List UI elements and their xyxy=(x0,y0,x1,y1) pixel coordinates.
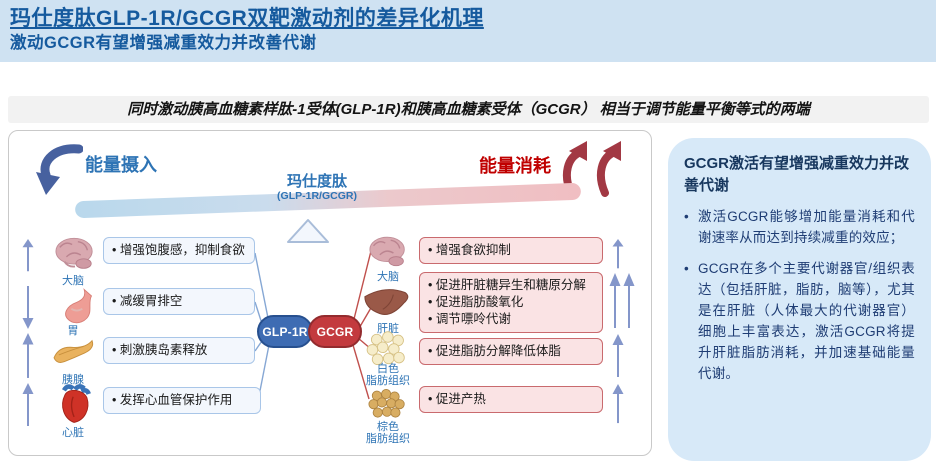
energy-expenditure-label: 能量消耗 xyxy=(479,156,551,176)
organ-label-white-fat: 白色 脂肪组织 xyxy=(361,363,415,387)
bullet-dot: • xyxy=(684,261,689,276)
tagline-banner: 同时激动胰高血糖素样肽-1受体(GLP-1R)和胰高血糖素受体（GCGR） 相当… xyxy=(8,96,929,123)
drug-name: 玛仕度肽 xyxy=(286,173,347,190)
liver-icon xyxy=(364,289,409,315)
mechanism-diagram: 能量摄入 能量消耗 玛仕度肽 (GLP-1R/GCGR) xyxy=(8,130,652,456)
trend-up-arrow-icon xyxy=(612,239,624,269)
energy-intake-down-arrow-icon xyxy=(36,144,83,195)
trend-down-arrow-icon xyxy=(22,286,34,329)
glp1r-pill: GLP-1R xyxy=(257,315,313,348)
trend-up-arrow-icon xyxy=(22,239,34,272)
panel-bullet-text: GCGR在多个主要代谢器官/组织表达（包括肝脏，脂肪，脑等），尤其是在肝脏（人体… xyxy=(698,261,915,381)
heart-icon xyxy=(62,384,91,423)
panel-bullet-list: • 激活GCGR能够增加能量消耗和代谢速率从而达到持续减重的效应； • GCGR… xyxy=(684,206,915,384)
panel-heading: GCGR激活有望增强减重效力并改善代谢 xyxy=(684,155,910,194)
slide-header: 玛仕度肽GLP-1R/GCGR双靶激动剂的差异化机理 激动GCGR有望增强减重效… xyxy=(0,0,936,62)
organ-label-brain: 大脑 xyxy=(62,275,84,287)
organ-label-stomach: 胃 xyxy=(67,325,79,337)
effect-box-white-fat: • 促进脂肪分解降低体脂 xyxy=(419,338,603,365)
trend-double-up-arrow-icon xyxy=(609,273,635,328)
trend-up-arrow-icon xyxy=(612,384,624,424)
effect-box-brain-right: • 增强食欲抑制 xyxy=(419,237,603,264)
page-title: 玛仕度肽GLP-1R/GCGR双靶激动剂的差异化机理 xyxy=(10,7,484,30)
trend-up-arrow-icon xyxy=(22,333,34,378)
trend-up-arrow-icon xyxy=(22,383,34,426)
organ-label-brain-right: 大脑 xyxy=(377,271,399,283)
effect-box-brain-left: • 增强饱腹感，抑制食欲 xyxy=(103,237,255,264)
fulcrum-triangle-icon xyxy=(287,219,329,243)
drug-receptors: (GLP-1R/GCGR) xyxy=(277,190,357,202)
energy-intake-label: 能量摄入 xyxy=(85,155,157,175)
brain-icon xyxy=(369,236,405,267)
liver-effect-2: • 促进脂肪酸氧化 xyxy=(428,295,524,309)
panel-bullet-item: • 激活GCGR能够增加能量消耗和代谢速率从而达到持续减重的效应； xyxy=(684,206,915,248)
effect-box-heart: • 发挥心血管保护作用 xyxy=(103,387,261,414)
drug-label: 玛仕度肽 (GLP-1R/GCGR) xyxy=(237,173,397,203)
organ-label-line1: 棕色 xyxy=(377,421,399,433)
organ-label-brown-fat: 棕色 脂肪组织 xyxy=(361,421,415,445)
liver-effect-1: • 促进肝脏糖异生和糖原分解 xyxy=(428,278,586,292)
organ-label-line2: 脂肪组织 xyxy=(366,375,410,387)
organ-label-heart: 心脏 xyxy=(62,427,84,439)
brain-icon xyxy=(55,237,93,269)
gcgr-pill: GCGR xyxy=(308,315,362,348)
panel-bullet-item: • GCGR在多个主要代谢器官/组织表达（包括肝脏，脂肪，脑等），尤其是在肝脏（… xyxy=(684,258,915,384)
organ-label-line1: 白色 xyxy=(377,363,399,375)
brown-fat-icon xyxy=(368,389,405,418)
white-fat-icon xyxy=(366,331,405,366)
organ-label-line2: 脂肪组织 xyxy=(366,433,410,445)
panel-bullet-text: 激活GCGR能够增加能量消耗和代谢速率从而达到持续减重的效应； xyxy=(698,209,915,245)
effect-box-stomach: • 减缓胃排空 xyxy=(103,288,255,315)
pancreas-icon xyxy=(53,339,94,363)
organ-label-pancreas: 胰腺 xyxy=(62,374,84,386)
organ-label-liver: 肝脏 xyxy=(377,323,399,335)
liver-effect-3: • 调节嘌呤代谢 xyxy=(428,312,511,326)
effect-box-brown-fat: • 促进产热 xyxy=(419,386,603,413)
effect-box-pancreas: • 刺激胰岛素释放 xyxy=(103,337,255,364)
gcgr-summary-panel: GCGR激活有望增强减重效力并改善代谢 • 激活GCGR能够增加能量消耗和代谢速… xyxy=(668,138,931,461)
trend-up-arrow-icon xyxy=(612,334,624,377)
stomach-icon xyxy=(65,288,93,324)
effect-box-liver: • 促进肝脏糖异生和糖原分解 • 促进脂肪酸氧化 • 调节嘌呤代谢 xyxy=(419,272,603,333)
page-subtitle: 激动GCGR有望增强减重效力并改善代谢 xyxy=(10,34,317,52)
bullet-dot: • xyxy=(684,209,689,224)
